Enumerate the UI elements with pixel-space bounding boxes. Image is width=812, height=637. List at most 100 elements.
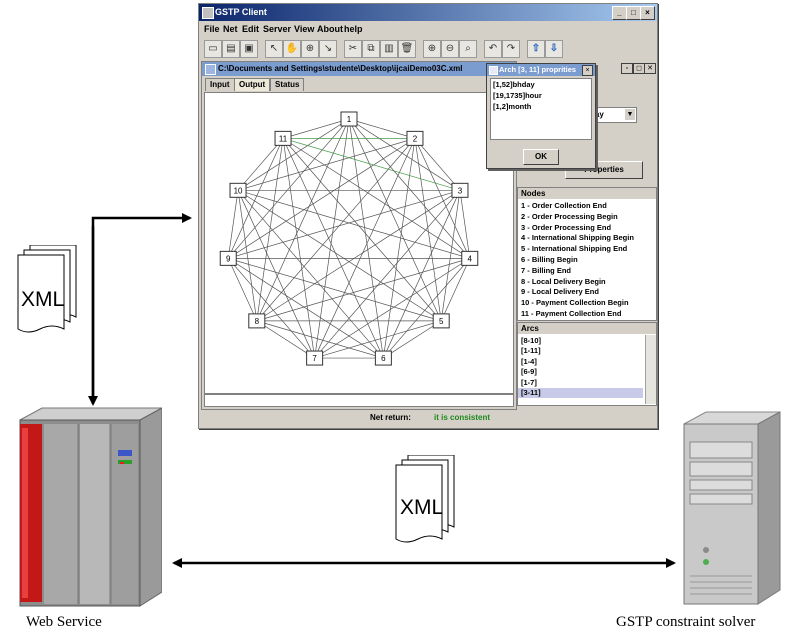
graph-edge[interactable] bbox=[256, 138, 284, 321]
copy-icon[interactable]: ⧉ bbox=[362, 40, 380, 58]
graph-edge[interactable] bbox=[282, 138, 315, 359]
graph-edge[interactable] bbox=[256, 190, 461, 322]
graph-edge[interactable] bbox=[348, 118, 416, 139]
graph-node[interactable]: 9 bbox=[219, 250, 237, 266]
zoom-in-icon[interactable]: ⊕ bbox=[423, 40, 441, 58]
unit-select[interactable]: day ▼ bbox=[585, 107, 637, 123]
cut-icon[interactable]: ✂ bbox=[344, 40, 362, 58]
delete-icon[interactable]: 🗑 bbox=[398, 40, 416, 58]
graph-edge[interactable] bbox=[282, 138, 442, 322]
list-item[interactable]: 4 - International Shipping Begin bbox=[521, 233, 634, 243]
graph-edge[interactable] bbox=[256, 258, 470, 322]
undo-icon[interactable]: ↶ bbox=[484, 40, 502, 58]
restore-icon[interactable]: ▫ bbox=[621, 63, 633, 74]
graph-edge[interactable] bbox=[237, 190, 315, 359]
list-item[interactable]: 5 - International Shipping End bbox=[521, 244, 628, 254]
graph-edge[interactable] bbox=[237, 190, 384, 359]
graph-edge[interactable] bbox=[237, 189, 470, 259]
graph-edge[interactable] bbox=[348, 118, 442, 322]
select-pointer-icon[interactable]: ↖ bbox=[265, 40, 283, 58]
graph-edge[interactable] bbox=[459, 190, 471, 259]
list-item[interactable]: 3 - Order Processing End bbox=[521, 222, 612, 232]
add-node-icon[interactable]: ⊕ bbox=[301, 40, 319, 58]
horizontal-scrollbar[interactable] bbox=[204, 394, 514, 407]
graph-edge[interactable] bbox=[227, 118, 350, 259]
list-item[interactable]: [1-11] bbox=[521, 346, 541, 356]
graph-edge[interactable] bbox=[314, 118, 350, 359]
graph-edge[interactable] bbox=[237, 190, 258, 321]
graph-edge[interactable] bbox=[227, 258, 258, 322]
zoom-out-icon[interactable]: ⊖ bbox=[441, 40, 459, 58]
close-icon[interactable]: ✕ bbox=[644, 63, 656, 74]
list-item[interactable]: 2 - Order Processing Begin bbox=[521, 211, 618, 221]
menu-about[interactable]: About bbox=[317, 24, 343, 34]
open-folder-icon[interactable]: ▤ bbox=[222, 40, 240, 58]
list-item[interactable]: 1 - Order Collection End bbox=[521, 201, 607, 210]
tab-status[interactable]: Status bbox=[270, 78, 305, 91]
graph-edge[interactable] bbox=[383, 258, 471, 359]
graph-node[interactable]: 10 bbox=[229, 182, 247, 198]
add-arc-icon[interactable]: ↘ bbox=[319, 40, 337, 58]
graph-edge[interactable] bbox=[414, 138, 442, 321]
graph-edge[interactable] bbox=[282, 138, 461, 191]
list-item[interactable]: 7 - Billing End bbox=[521, 265, 571, 275]
ok-button[interactable]: OK bbox=[523, 149, 559, 165]
graph-edge[interactable] bbox=[227, 190, 239, 259]
graph-edge[interactable] bbox=[314, 138, 416, 359]
graph-edge[interactable] bbox=[348, 118, 461, 191]
list-item[interactable]: 6 - Billing Begin bbox=[521, 254, 578, 264]
graph-edge[interactable] bbox=[314, 320, 442, 359]
graph-edge[interactable] bbox=[227, 258, 315, 359]
graph-edge[interactable] bbox=[282, 118, 350, 139]
graph-edge[interactable] bbox=[383, 190, 461, 359]
list-item[interactable]: 9 - Local Delivery End bbox=[521, 287, 599, 297]
zoom-fit-icon[interactable]: ⌕ bbox=[459, 40, 477, 58]
vertical-scrollbar[interactable] bbox=[645, 335, 656, 404]
graph-edge[interactable] bbox=[440, 258, 471, 322]
tab-input[interactable]: Input bbox=[205, 78, 235, 91]
menu-net[interactable]: Net bbox=[223, 24, 238, 34]
graph-edge[interactable] bbox=[256, 320, 315, 359]
graph-node[interactable]: 6 bbox=[374, 350, 392, 366]
close-button[interactable]: × bbox=[640, 6, 655, 20]
graph-edge[interactable] bbox=[314, 190, 461, 359]
menu-edit[interactable]: Edit bbox=[242, 24, 259, 34]
graph-edge[interactable] bbox=[348, 118, 384, 359]
graph-edge[interactable] bbox=[256, 138, 416, 322]
graph-edge[interactable] bbox=[256, 118, 350, 322]
graph-edge[interactable] bbox=[414, 138, 461, 191]
hand-icon[interactable]: ✋ bbox=[283, 40, 301, 58]
graph-edge[interactable] bbox=[348, 118, 471, 259]
graph-node[interactable]: 2 bbox=[406, 130, 424, 146]
graph-edge[interactable] bbox=[383, 138, 416, 359]
menu-help[interactable]: help bbox=[344, 24, 363, 34]
save-icon[interactable]: ▣ bbox=[240, 40, 258, 58]
graph-edge[interactable] bbox=[440, 190, 461, 321]
graph-edge[interactable] bbox=[228, 189, 461, 259]
graph-node[interactable]: 4 bbox=[461, 250, 479, 266]
dialog-close-icon[interactable]: × bbox=[582, 65, 593, 76]
list-item[interactable]: 8 - Local Delivery Begin bbox=[521, 276, 606, 286]
graph-edge[interactable] bbox=[414, 138, 471, 259]
graph-node[interactable]: 1 bbox=[340, 111, 358, 127]
graph-node[interactable]: 3 bbox=[451, 182, 469, 198]
graph-edge[interactable] bbox=[228, 138, 416, 259]
graph-node[interactable]: 11 bbox=[274, 130, 292, 146]
list-item[interactable]: [8-10] bbox=[521, 336, 542, 345]
list-item[interactable]: [1-7] bbox=[521, 377, 537, 387]
paste-icon[interactable]: ▥ bbox=[380, 40, 398, 58]
graph-edge[interactable] bbox=[282, 138, 470, 259]
graph-edge[interactable] bbox=[228, 258, 442, 322]
graph-edge[interactable] bbox=[237, 118, 350, 191]
graph-node[interactable]: 5 bbox=[432, 313, 450, 329]
graph-edge[interactable] bbox=[383, 320, 442, 359]
list-item[interactable]: 10 - Payment Collection Begin bbox=[521, 298, 629, 308]
new-file-icon[interactable]: ▭ bbox=[204, 40, 222, 58]
menu-view[interactable]: View bbox=[294, 24, 315, 34]
maximize-button[interactable]: □ bbox=[626, 6, 641, 20]
graph-node[interactable]: 8 bbox=[248, 313, 266, 329]
upload-arrow-icon[interactable]: ⇧ bbox=[527, 40, 545, 58]
list-item-selected[interactable]: [3-11] bbox=[518, 387, 643, 399]
graph-edge[interactable] bbox=[228, 258, 384, 359]
